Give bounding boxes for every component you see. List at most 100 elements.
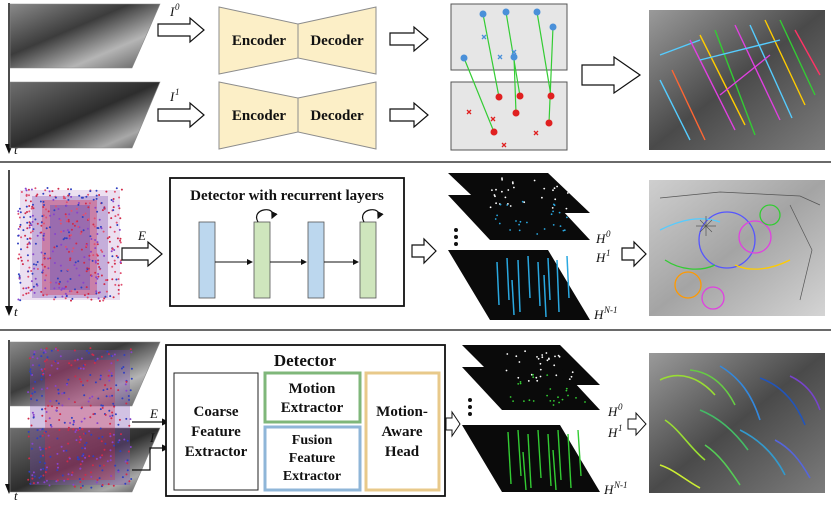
event-dot <box>537 357 540 360</box>
event-dot <box>117 469 120 472</box>
event-dot <box>58 217 61 220</box>
event-dot <box>117 284 120 287</box>
event-dot <box>121 476 124 479</box>
event-dot <box>72 247 75 250</box>
event-dot <box>124 460 127 463</box>
event-dot <box>44 471 47 474</box>
event-dot <box>90 471 92 474</box>
event-dot <box>29 231 32 234</box>
event-dot <box>96 479 99 481</box>
conv-layer-2 <box>307 221 325 299</box>
event-dot <box>101 406 104 409</box>
event-dot <box>112 198 115 200</box>
event-dot <box>50 425 53 428</box>
arrow-to-result-3 <box>627 411 647 437</box>
event-dot <box>113 259 116 262</box>
event-dot <box>63 479 66 482</box>
event-dot <box>501 178 503 181</box>
event-dot <box>116 359 119 362</box>
event-dot <box>110 374 113 377</box>
heatmap-label-h1-sup-3: 1 <box>618 423 623 433</box>
heatmap-tracks-2 <box>496 255 570 318</box>
event-dot <box>80 196 83 199</box>
event-dot <box>19 256 22 259</box>
event-dot <box>87 400 90 403</box>
event-dot <box>72 428 75 431</box>
event-dot <box>82 229 85 232</box>
event-dot <box>33 351 36 354</box>
event-dot <box>57 362 60 365</box>
event-dot <box>89 374 92 376</box>
event-dot <box>125 380 128 383</box>
event-dot <box>79 486 82 489</box>
event-dot <box>66 229 69 232</box>
event-dot <box>92 254 95 257</box>
event-dot <box>32 203 34 206</box>
event-dot <box>85 286 88 289</box>
event-dot <box>60 243 63 246</box>
event-dot <box>30 224 33 227</box>
event-dot <box>88 397 91 400</box>
event-dot <box>29 215 32 218</box>
event-dot <box>82 478 85 480</box>
event-dot <box>126 439 129 442</box>
event-dot <box>109 422 112 425</box>
event-dot <box>65 204 68 207</box>
event-dot <box>118 228 121 231</box>
event-dot <box>95 276 98 279</box>
event-dot <box>119 261 122 264</box>
event-dot <box>127 450 130 453</box>
event-dot <box>41 271 44 274</box>
event-dot <box>49 257 52 260</box>
event-dot <box>104 413 107 416</box>
event-dot <box>84 444 86 447</box>
event-dot <box>75 207 78 210</box>
event-dot <box>67 426 70 429</box>
keypoint-panel-0 <box>450 3 568 71</box>
event-dot <box>75 429 78 432</box>
event-dot <box>48 226 51 229</box>
event-dot <box>61 295 64 298</box>
event-dot <box>68 231 70 234</box>
event-dot <box>90 238 93 240</box>
fusion-label-line1: Fusion <box>292 433 333 448</box>
event-dot <box>100 249 103 252</box>
event-dot <box>117 204 120 207</box>
encoder-label-1: Encoder <box>232 108 287 124</box>
event-dot <box>22 287 25 290</box>
event-dot <box>109 455 112 458</box>
event-dot <box>539 362 542 365</box>
event-dot <box>70 364 73 367</box>
event-dot <box>111 265 114 268</box>
event-dot <box>110 354 113 357</box>
event-dot <box>67 218 70 221</box>
event-dot <box>119 217 122 220</box>
event-dot <box>85 244 88 247</box>
event-dot <box>33 475 36 478</box>
event-dot <box>512 400 514 402</box>
event-dot <box>18 216 21 219</box>
event-dot <box>494 195 496 198</box>
event-dot <box>30 188 33 191</box>
event-dot <box>77 367 80 370</box>
event-dot <box>47 210 50 213</box>
event-dot <box>80 357 83 360</box>
event-dot <box>54 348 57 350</box>
event-dot <box>552 189 554 192</box>
event-dot <box>99 427 102 430</box>
event-dot <box>62 449 65 452</box>
event-dot <box>109 415 112 418</box>
event-dot <box>100 274 103 277</box>
event-dot <box>511 181 514 184</box>
event-dot <box>501 190 503 193</box>
event-dot <box>117 470 120 473</box>
event-dot <box>70 474 73 476</box>
event-dot <box>111 441 114 444</box>
event-dot <box>87 206 90 209</box>
event-dot <box>17 212 20 215</box>
event-dot <box>74 288 76 291</box>
event-dot <box>28 237 31 240</box>
event-dot <box>95 292 98 295</box>
event-dot <box>113 230 116 233</box>
event-dot <box>36 222 39 225</box>
